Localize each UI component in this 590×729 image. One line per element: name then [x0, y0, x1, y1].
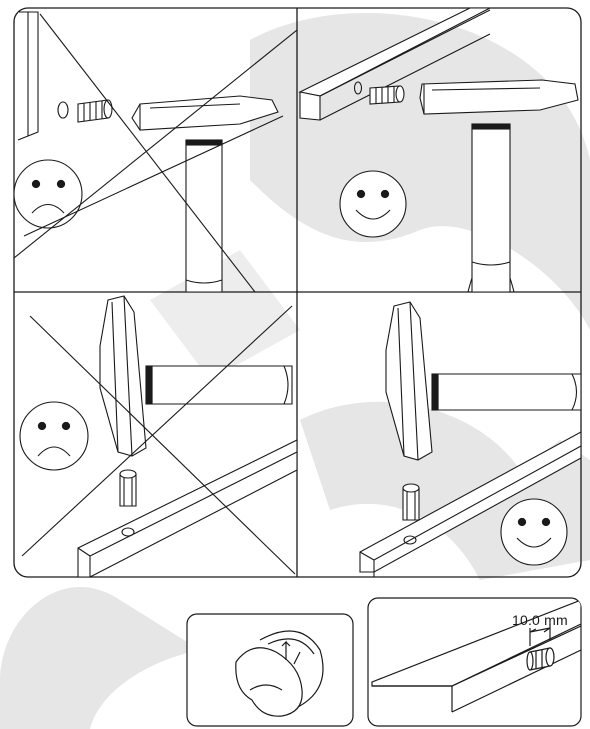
- happy-face-icon: [340, 171, 406, 237]
- dowel: [120, 470, 136, 506]
- sad-face-icon: [14, 160, 82, 228]
- pressing-detail-panel: [187, 614, 353, 726]
- board: [78, 440, 297, 577]
- happy-face-icon: [501, 499, 567, 565]
- sad-face-icon: [20, 402, 88, 470]
- dowel: [370, 86, 404, 104]
- dimension-label: 10.0 mm: [512, 612, 568, 628]
- dowel: [78, 100, 112, 122]
- dowel: [403, 484, 419, 520]
